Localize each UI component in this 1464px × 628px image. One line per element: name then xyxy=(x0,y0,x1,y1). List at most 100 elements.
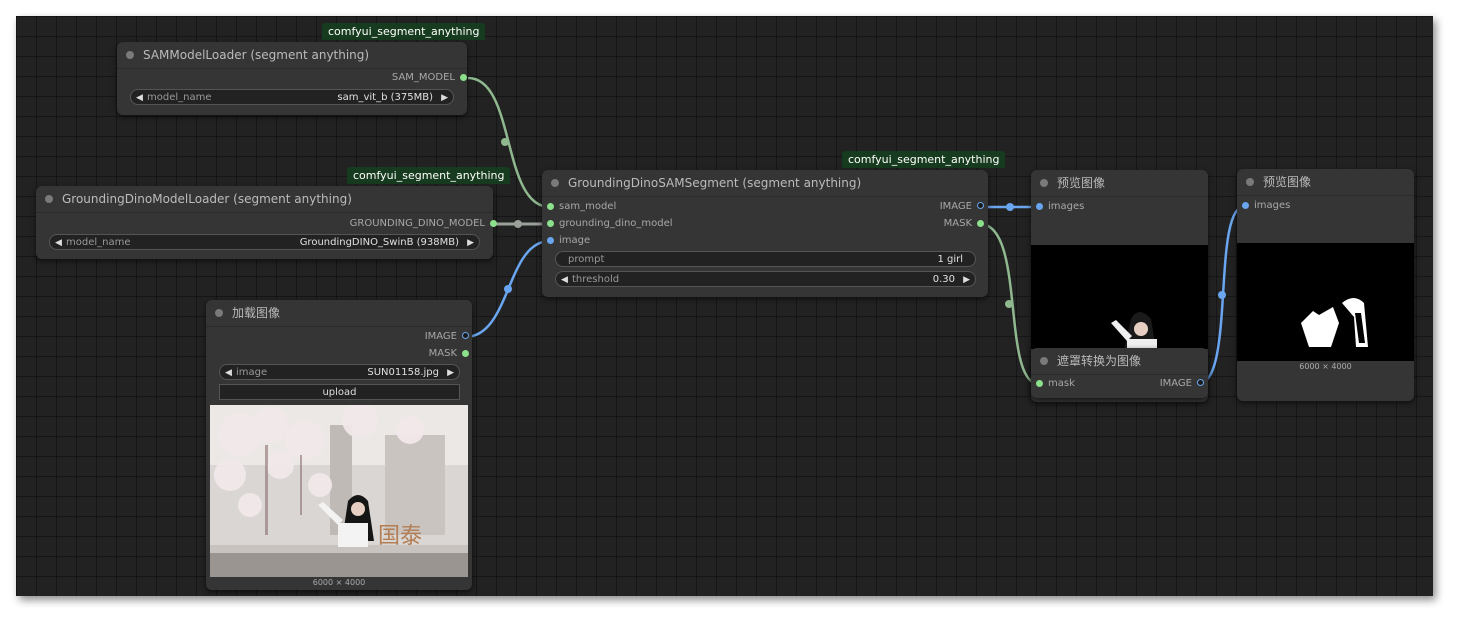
node-source-badge: comfyui_segment_anything xyxy=(322,23,486,40)
output-port-icon[interactable] xyxy=(490,220,497,227)
input-port-icon[interactable] xyxy=(547,237,554,244)
slot-label: grounding_dino_model xyxy=(559,218,673,229)
input-grounding-dino-model[interactable]: grounding_dino_model xyxy=(547,217,673,231)
model-name-combo[interactable]: ◀ model_name sam_vit_b (375MB) ▶ xyxy=(130,89,454,105)
output-image[interactable]: IMAGE xyxy=(940,200,984,214)
grounding-dino-sam-segment-node[interactable]: GroundingDinoSAMSegment (segment anythin… xyxy=(542,170,988,297)
output-port-icon[interactable] xyxy=(1197,379,1204,386)
collapse-dot-icon[interactable] xyxy=(215,309,223,317)
slot-label: GROUNDING_DINO_MODEL xyxy=(349,218,485,229)
output-mask[interactable]: MASK xyxy=(429,347,469,361)
image-combo[interactable]: ◀ image SUN01158.jpg ▶ xyxy=(219,364,460,380)
input-port-icon[interactable] xyxy=(547,203,554,210)
node-title: GroundingDinoSAMSegment (segment anythin… xyxy=(568,176,862,190)
output-port-icon[interactable] xyxy=(977,202,984,209)
sam-model-loader-node[interactable]: SAMModelLoader (segment anything) SAM_MO… xyxy=(117,42,467,115)
output-image[interactable]: IMAGE xyxy=(1160,377,1204,391)
input-sam-model[interactable]: sam_model xyxy=(547,200,616,214)
widget-label: model_name xyxy=(66,237,131,248)
image-dimensions: 6000 × 4000 xyxy=(1299,362,1352,371)
output-grounding-dino-model[interactable]: GROUNDING_DINO_MODEL xyxy=(350,217,497,231)
segmented-preview-image xyxy=(1031,245,1208,349)
collapse-dot-icon[interactable] xyxy=(126,51,134,59)
widget-value: SUN01158.jpg xyxy=(367,367,439,378)
node-title-bar[interactable]: SAMModelLoader (segment anything) xyxy=(117,42,467,69)
collapse-dot-icon[interactable] xyxy=(1246,178,1254,186)
slot-label: image xyxy=(559,235,591,246)
widget-value: 1 girl xyxy=(937,254,963,265)
load-image-node[interactable]: 加载图像 IMAGE MASK ◀ image SUN01158.jpg ▶ u… xyxy=(206,300,472,590)
collapse-dot-icon[interactable] xyxy=(551,179,559,187)
slot-label: mask xyxy=(1048,378,1075,389)
node-title-bar[interactable]: 遮罩转换为图像 xyxy=(1031,348,1208,375)
node-graph-canvas[interactable]: comfyui_segment_anything comfyui_segment… xyxy=(16,16,1433,596)
node-title: 遮罩转换为图像 xyxy=(1057,354,1142,368)
link-midpoint[interactable] xyxy=(514,220,522,228)
widget-label: model_name xyxy=(147,92,212,103)
preview-image-node[interactable]: 预览图像 images 6000 × 4000 xyxy=(1237,169,1414,401)
node-title: 加载图像 xyxy=(232,306,281,320)
node-title-bar[interactable]: GroundingDinoModelLoader (segment anythi… xyxy=(36,186,493,213)
input-images[interactable]: images xyxy=(1036,200,1084,214)
output-port-icon[interactable] xyxy=(462,332,469,339)
output-port-icon[interactable] xyxy=(977,220,984,227)
widget-label: threshold xyxy=(572,274,620,285)
arrow-left-icon[interactable]: ◀ xyxy=(561,275,568,285)
image-dimensions: 6000 × 4000 xyxy=(312,578,366,587)
slot-label: IMAGE xyxy=(1159,378,1192,389)
input-port-icon[interactable] xyxy=(1242,202,1249,209)
widget-value: sam_vit_b (375MB) xyxy=(337,92,433,103)
link-midpoint[interactable] xyxy=(501,138,509,146)
node-title-bar[interactable]: 加载图像 xyxy=(206,300,472,327)
output-image[interactable]: IMAGE xyxy=(425,330,469,344)
slot-label: MASK xyxy=(943,218,972,229)
collapse-dot-icon[interactable] xyxy=(45,195,53,203)
widget-label: image xyxy=(236,367,268,378)
node-title-bar[interactable]: 预览图像 xyxy=(1237,169,1414,196)
slot-label: SAM_MODEL xyxy=(391,72,455,83)
output-port-icon[interactable] xyxy=(462,350,469,357)
prompt-input[interactable]: prompt 1 girl xyxy=(555,251,976,267)
node-title-bar[interactable]: GroundingDinoSAMSegment (segment anythin… xyxy=(542,170,988,197)
mask-preview-image xyxy=(1237,243,1414,361)
collapse-dot-icon[interactable] xyxy=(1040,179,1048,187)
upload-button[interactable]: upload xyxy=(219,384,460,400)
input-port-icon[interactable] xyxy=(1036,380,1043,387)
slot-label: MASK xyxy=(428,348,457,359)
link-midpoint[interactable] xyxy=(1005,300,1013,308)
input-image[interactable]: image xyxy=(547,234,590,248)
output-port-icon[interactable] xyxy=(460,74,467,81)
input-port-icon[interactable] xyxy=(547,220,554,227)
widget-value: 0.30 xyxy=(932,274,955,285)
link-midpoint[interactable] xyxy=(1218,291,1226,299)
arrow-left-icon[interactable]: ◀ xyxy=(136,93,143,103)
arrow-left-icon[interactable]: ◀ xyxy=(225,368,232,378)
arrow-right-icon[interactable]: ▶ xyxy=(441,93,448,103)
slot-label: images xyxy=(1254,200,1291,211)
arrow-right-icon[interactable]: ▶ xyxy=(467,238,474,248)
node-title: 预览图像 xyxy=(1057,176,1106,190)
arrow-right-icon[interactable]: ▶ xyxy=(447,368,454,378)
grounding-dino-loader-node[interactable]: GroundingDinoModelLoader (segment anythi… xyxy=(36,186,497,259)
node-title: GroundingDinoModelLoader (segment anythi… xyxy=(62,192,352,206)
node-title-bar[interactable]: 预览图像 xyxy=(1031,170,1208,197)
input-port-icon[interactable] xyxy=(1036,203,1043,210)
link-midpoint[interactable] xyxy=(1006,203,1014,211)
arrow-left-icon[interactable]: ◀ xyxy=(55,238,62,248)
mask-to-image-node[interactable]: 遮罩转换为图像 mask IMAGE xyxy=(1031,348,1208,398)
input-images[interactable]: images xyxy=(1242,199,1290,213)
output-mask[interactable]: MASK xyxy=(944,217,984,231)
node-title: SAMModelLoader (segment anything) xyxy=(143,48,370,62)
node-source-badge: comfyui_segment_anything xyxy=(842,151,1006,168)
input-mask[interactable]: mask xyxy=(1036,377,1075,391)
model-name-combo[interactable]: ◀ model_name GroundingDINO_SwinB (938MB)… xyxy=(49,234,480,250)
widget-label: prompt xyxy=(568,254,605,265)
link-midpoint[interactable] xyxy=(504,285,512,293)
arrow-right-icon[interactable]: ▶ xyxy=(963,275,970,285)
loaded-image-preview: 国泰 xyxy=(210,405,468,577)
output-sam-model[interactable]: SAM_MODEL xyxy=(392,71,467,85)
slot-label: IMAGE xyxy=(424,331,457,342)
threshold-slider[interactable]: ◀ threshold 0.30 ▶ xyxy=(555,271,976,287)
collapse-dot-icon[interactable] xyxy=(1040,357,1048,365)
slot-label: IMAGE xyxy=(939,201,972,212)
